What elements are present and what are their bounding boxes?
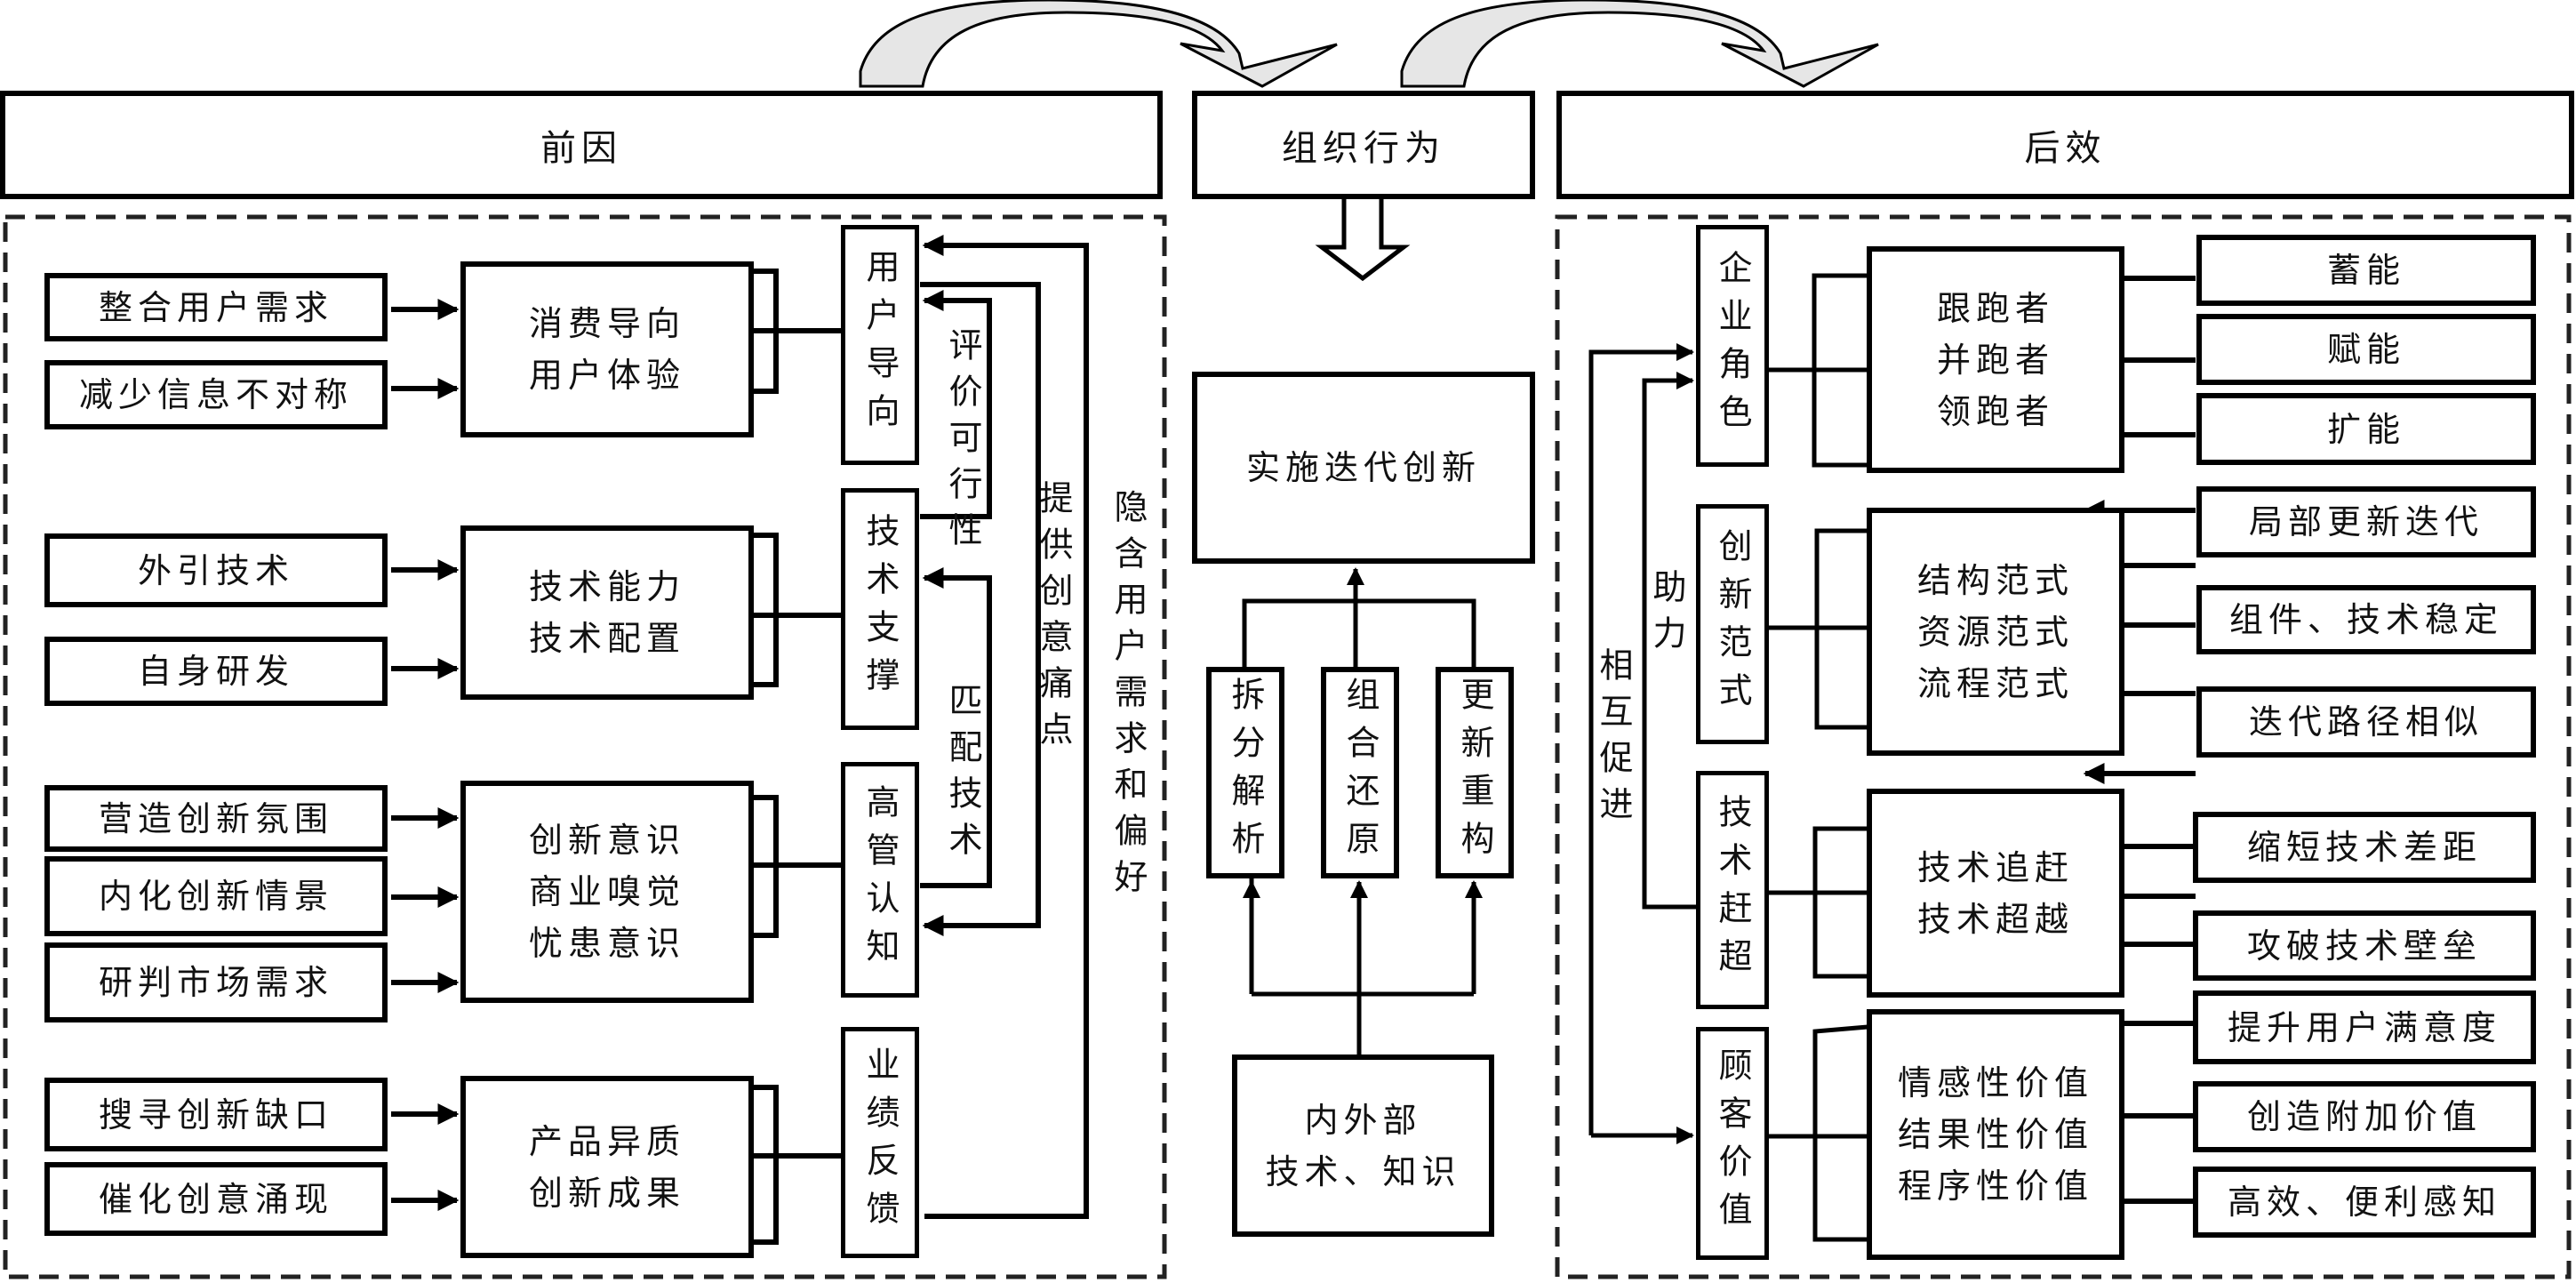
factor-box: 消费导向 用户体验 xyxy=(460,261,754,437)
driver-box: 提升用户满意度 xyxy=(2193,990,2536,1064)
dimension-box-tech-catchup: 技术赶超 xyxy=(1696,771,1769,1009)
input-box: 内化创新情景 xyxy=(44,856,388,936)
promotion-lines xyxy=(1588,343,1698,1144)
dimension-label: 顾客价值 xyxy=(1713,1047,1752,1239)
input-box: 外引技术 xyxy=(44,533,388,607)
dimension-box-customer-value: 顾客价值 xyxy=(1696,1027,1769,1260)
feedback-loops xyxy=(920,235,1089,1219)
dimension-box-tech-support: 技术支撑 xyxy=(841,488,919,730)
input-box: 搜寻创新缺口 xyxy=(44,1078,388,1151)
dimension-label: 企业角色 xyxy=(1713,250,1752,442)
mode-box: 更新重构 xyxy=(1436,667,1514,878)
dimension-label: 创新范式 xyxy=(1713,528,1752,720)
input-box: 研判市场需求 xyxy=(44,942,388,1022)
factor-box: 产品异质 创新成果 xyxy=(460,1076,754,1258)
driver-box: 迭代路径相似 xyxy=(2196,686,2536,758)
mode-box: 组合还原 xyxy=(1321,667,1399,878)
driver-box: 创造附加价值 xyxy=(2193,1081,2536,1152)
driver-box: 蓄能 xyxy=(2196,235,2536,306)
driver-box: 缩短技术差距 xyxy=(2193,812,2536,883)
input-box: 减少信息不对称 xyxy=(44,360,388,429)
organizational-behavior-header: 组织行为 xyxy=(1192,91,1535,199)
curved-arrow-icon xyxy=(1400,0,1879,88)
input-box: 催化创意涌现 xyxy=(44,1162,388,1236)
antecedent-brackets xyxy=(752,269,843,1245)
mode-box: 拆分解析 xyxy=(1206,667,1284,878)
driver-box: 局部更新迭代 xyxy=(2196,486,2536,557)
dimension-box-performance-feedback: 业绩反馈 xyxy=(841,1027,919,1258)
input-arrows xyxy=(391,299,460,1211)
driver-box: 攻破技术壁垒 xyxy=(2193,910,2536,981)
consequences-dashed-container xyxy=(1555,214,2572,1279)
factor-box: 技术能力 技术配置 xyxy=(460,525,754,700)
consequences-header: 后效 xyxy=(1556,91,2574,199)
antecedents-dashed-container xyxy=(3,214,1167,1279)
behavior-connectors xyxy=(1242,567,1483,1054)
driver-box: 赋能 xyxy=(2196,314,2536,385)
curved-arrow-icon xyxy=(859,0,1338,88)
mode-label: 组合还原 xyxy=(1340,677,1380,869)
input-box: 营造创新氛围 xyxy=(44,785,388,852)
dimension-box-user-orientation: 用户导向 xyxy=(841,225,919,465)
down-block-arrow-icon xyxy=(1315,149,1411,282)
dimension-box-executive-cognition: 高管认知 xyxy=(841,762,919,998)
driver-box: 扩能 xyxy=(2196,393,2536,465)
input-box: 整合用户需求 xyxy=(44,273,388,341)
feedback-label-implicit-needs: 隐含用户需求和偏好 xyxy=(1108,489,1148,905)
feedback-label-match-technology: 匹配技术 xyxy=(943,683,982,868)
outcome-box: 结构范式 资源范式 流程范式 xyxy=(1867,508,2124,756)
outcome-box: 跟跑者 并跑者 领跑者 xyxy=(1867,246,2124,473)
feedback-label-pain-points: 提供创意痛点 xyxy=(1034,480,1073,758)
outcome-box: 技术追赶 技术超越 xyxy=(1867,789,2124,998)
link-label-assist: 助力 xyxy=(1647,569,1686,662)
dimension-label: 技术赶超 xyxy=(1713,794,1752,986)
outcome-box: 情感性价值 结果性价值 程序性价值 xyxy=(1867,1009,2124,1260)
dimension-label: 用户导向 xyxy=(860,249,900,441)
factor-box: 创新意识 商业嗅觉 忧患意识 xyxy=(460,781,754,1003)
core-behavior-box: 实施迭代创新 xyxy=(1192,372,1535,564)
mode-label: 更新重构 xyxy=(1455,677,1494,869)
mode-label: 拆分解析 xyxy=(1226,677,1265,869)
consequence-brackets xyxy=(1767,273,1868,1242)
source-box: 内外部 技术、知识 xyxy=(1232,1054,1494,1237)
dimension-label: 高管认知 xyxy=(860,783,900,976)
dimension-box-firm-role: 企业角色 xyxy=(1696,225,1769,467)
link-label-mutual-promotion: 相互促进 xyxy=(1594,647,1633,832)
dimension-label: 技术支撑 xyxy=(860,513,900,705)
dimension-box-innovation-paradigm: 创新范式 xyxy=(1696,504,1769,744)
feedback-label-evaluate-feasibility: 评价可行性 xyxy=(943,327,982,558)
input-box: 自身研发 xyxy=(44,637,388,706)
driver-box: 组件、技术稳定 xyxy=(2196,585,2536,654)
dimension-label: 业绩反馈 xyxy=(860,1046,900,1239)
driver-box: 高效、便利感知 xyxy=(2193,1167,2536,1238)
antecedents-header: 前因 xyxy=(0,91,1163,199)
